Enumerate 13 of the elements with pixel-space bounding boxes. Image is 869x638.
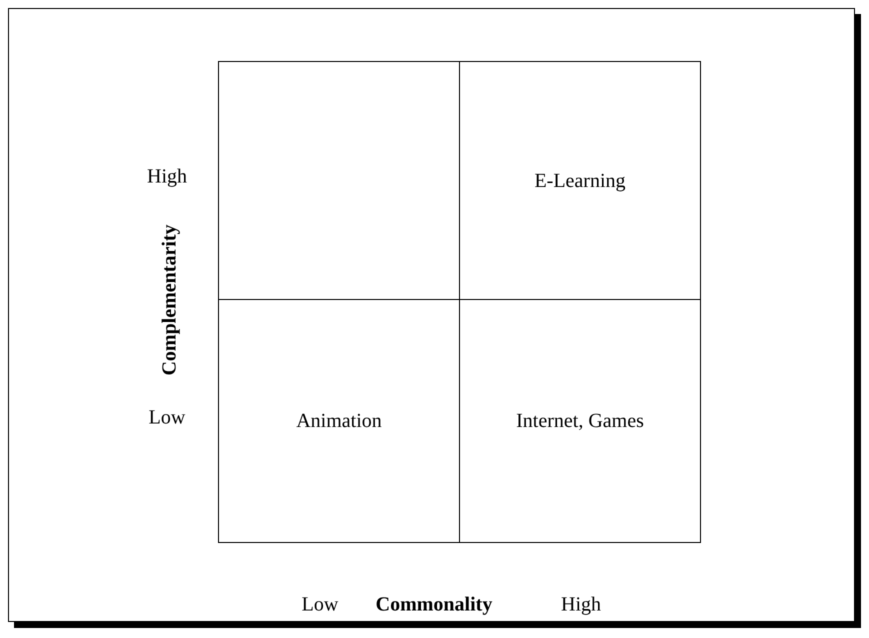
axis-value: Low	[302, 594, 338, 616]
axis-title: Commonality	[376, 594, 492, 616]
quadrant-label: Internet, Games	[516, 410, 644, 432]
axis-title: Complementarity	[158, 224, 182, 376]
quadrant-cell	[459, 61, 701, 301]
quadrant-cell	[459, 299, 701, 543]
axis-value: High	[147, 166, 187, 188]
quadrant-label: E-Learning	[534, 170, 626, 192]
axis-value: Low	[148, 406, 186, 430]
axis-value: High	[561, 594, 601, 616]
quadrant-cell	[218, 299, 460, 543]
quadrant-label: Animation	[296, 410, 382, 432]
quadrant-cell	[218, 61, 460, 301]
